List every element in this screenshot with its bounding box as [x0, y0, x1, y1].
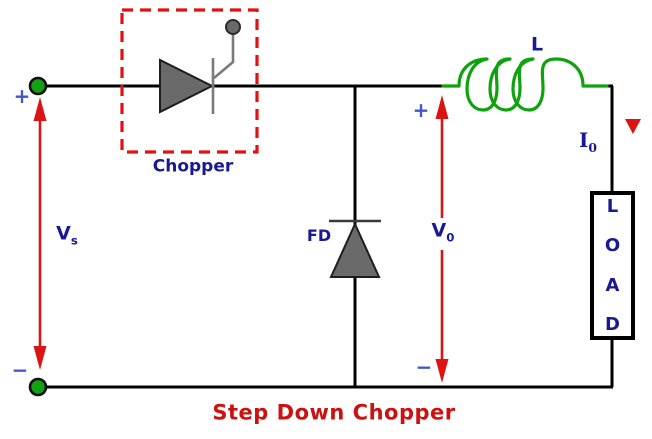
inductor-label: L — [530, 33, 544, 56]
i0-label: I0 — [579, 130, 597, 154]
vs-label-sub: s — [70, 233, 78, 248]
v0-arrowhead-down — [435, 359, 449, 383]
vs-label: Vs — [56, 222, 78, 248]
v0-label-sub: 0 — [446, 230, 455, 245]
v0-arrowhead-up — [435, 95, 449, 119]
v0-label: V0 — [428, 219, 458, 246]
scr-triangle — [159, 58, 215, 114]
load-letters: L O A D — [592, 196, 633, 335]
diode-triangle — [329, 221, 381, 278]
load-box — [590, 191, 635, 340]
load-letter-a: A — [605, 274, 620, 296]
vs-label-base: V — [56, 222, 71, 245]
vs-arrowhead-down — [33, 346, 47, 370]
fd-label: FD — [306, 226, 332, 245]
current-direction-arrow — [625, 119, 641, 134]
v0-label-base: V — [431, 219, 447, 242]
v0-minus-sign: − — [415, 355, 433, 379]
v0-plus-sign: + — [412, 98, 430, 122]
load-letter-l: L — [606, 196, 619, 217]
scr-gate-lead — [213, 35, 235, 79]
inductor-coil — [441, 57, 609, 112]
vs-arrowhead-up — [33, 97, 47, 121]
chopper-dashed-box — [120, 8, 259, 154]
source-negative-terminal — [28, 377, 48, 397]
source-plus-sign: + — [13, 84, 31, 108]
load-letter-o: O — [604, 235, 621, 257]
chopper-label: Chopper — [152, 156, 234, 177]
i0-label-sub: 0 — [588, 139, 597, 155]
load-letter-d: D — [605, 313, 620, 335]
diagram-caption: Step Down Chopper — [212, 400, 456, 425]
scr-gate-terminal — [225, 19, 241, 35]
i0-label-base: I — [579, 127, 589, 152]
source-positive-terminal — [28, 76, 48, 96]
source-minus-sign: − — [11, 358, 29, 382]
